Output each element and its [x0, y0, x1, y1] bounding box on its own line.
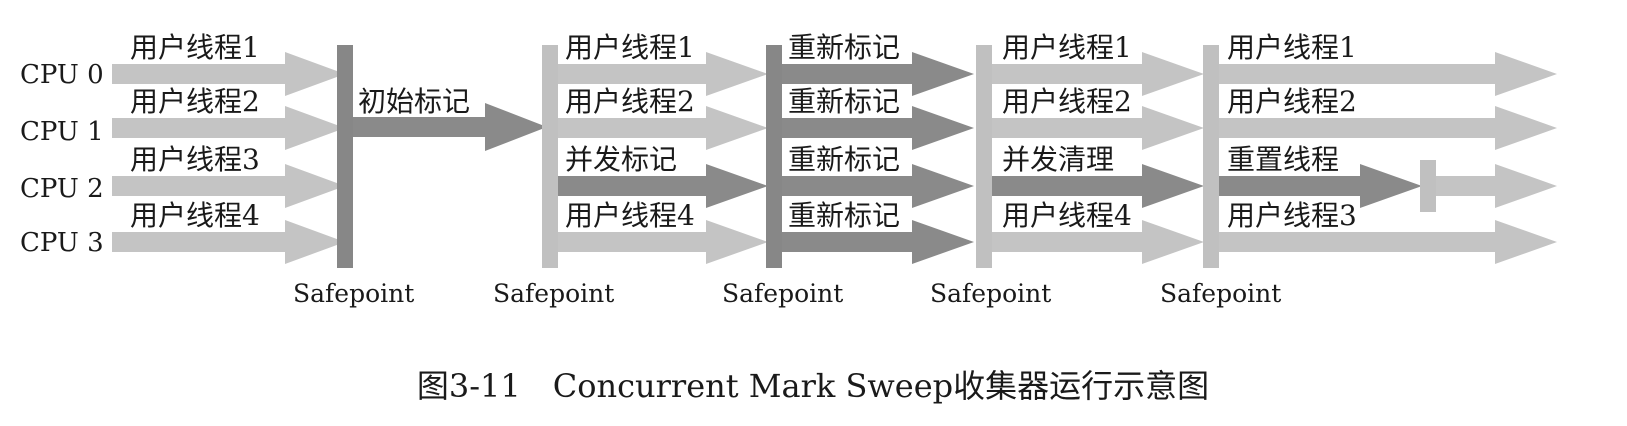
- cpu-label-2: CPU 2: [20, 174, 104, 204]
- thread-label: 用户线程2: [1227, 85, 1357, 118]
- thread-arrow: [558, 52, 768, 96]
- concurrent-mark-arrow: [558, 164, 768, 208]
- safepoint-label: Safepoint: [1160, 279, 1281, 308]
- thread-arrow: [1219, 220, 1557, 264]
- thread-label: 用户线程2: [130, 85, 260, 118]
- reset-arrow: [1219, 164, 1422, 208]
- thread-label: 用户线程4: [565, 199, 695, 232]
- thread-arrow: [112, 220, 345, 264]
- thread-label: 用户线程3: [1227, 199, 1357, 232]
- remark-arrow: [782, 220, 974, 264]
- cpu-label-0: CPU 0: [20, 60, 104, 90]
- thread-arrow: [1219, 52, 1557, 96]
- thread-arrow: [558, 220, 768, 264]
- thread-arrow: [112, 52, 345, 96]
- safepoint-label: Safepoint: [493, 279, 614, 308]
- thread-label: 用户线程1: [130, 31, 260, 64]
- figure-caption: 图3-11 Concurrent Mark Sweep收集器运行示意图: [417, 367, 1209, 405]
- phase-concurrent-sweep: 用户线程1 用户线程2 并发清理 用户线程4: [992, 31, 1204, 264]
- remark-label: 重新标记: [788, 85, 900, 118]
- thread-label: 用户线程1: [1227, 31, 1357, 64]
- concurrent-sweep-arrow: [992, 164, 1204, 208]
- reset-label: 重置线程: [1227, 143, 1339, 176]
- safepoint-bar: [976, 45, 992, 268]
- phase-user-threads-initial: 用户线程1 用户线程2 用户线程3 用户线程4: [112, 31, 345, 264]
- thread-arrow: [112, 164, 345, 208]
- thread-label: 用户线程2: [565, 85, 695, 118]
- cpu-label-1: CPU 1: [20, 117, 104, 147]
- phase-concurrent-reset: 用户线程1 用户线程2 重置线程 用户线程3: [1219, 31, 1557, 264]
- initial-mark-label: 初始标记: [358, 85, 470, 118]
- thread-arrow: [1219, 106, 1557, 150]
- remark-arrow: [782, 164, 974, 208]
- thread-arrow: [1436, 164, 1557, 208]
- thread-arrow: [992, 220, 1204, 264]
- cpu-label-3: CPU 3: [20, 228, 104, 258]
- safepoint-bar: [542, 45, 558, 268]
- remark-label: 重新标记: [788, 31, 900, 64]
- remark-label: 重新标记: [788, 199, 900, 232]
- safepoint-bar: [766, 45, 782, 268]
- remark-arrow: [782, 106, 974, 150]
- thread-label: 用户线程1: [565, 31, 695, 64]
- thread-arrow: [558, 106, 768, 150]
- thread-label: 用户线程1: [1002, 31, 1132, 64]
- phase-initial-mark: 初始标记: [353, 85, 547, 151]
- thread-label: 用户线程4: [1002, 199, 1132, 232]
- safepoint-bar: [337, 45, 353, 268]
- phase-remark: 重新标记 重新标记 重新标记 重新标记: [782, 31, 974, 264]
- thread-label: 用户线程3: [130, 143, 260, 176]
- safepoint-label: Safepoint: [722, 279, 843, 308]
- thread-arrow: [112, 106, 345, 150]
- safepoint-label: Safepoint: [930, 279, 1051, 308]
- concurrent-sweep-label: 并发清理: [1002, 143, 1114, 176]
- thread-label: 用户线程2: [1002, 85, 1132, 118]
- thread-arrow: [992, 106, 1204, 150]
- remark-label: 重新标记: [788, 143, 900, 176]
- remark-arrow: [782, 52, 974, 96]
- initial-mark-arrow: [353, 103, 547, 151]
- reset-end-bar: [1420, 160, 1436, 212]
- concurrent-mark-label: 并发标记: [565, 143, 677, 176]
- thread-arrow: [992, 52, 1204, 96]
- thread-label: 用户线程4: [130, 199, 260, 232]
- safepoint-label: Safepoint: [293, 279, 414, 308]
- safepoint-bar: [1203, 45, 1219, 268]
- phase-concurrent-mark: 用户线程1 用户线程2 并发标记 用户线程4: [558, 31, 768, 264]
